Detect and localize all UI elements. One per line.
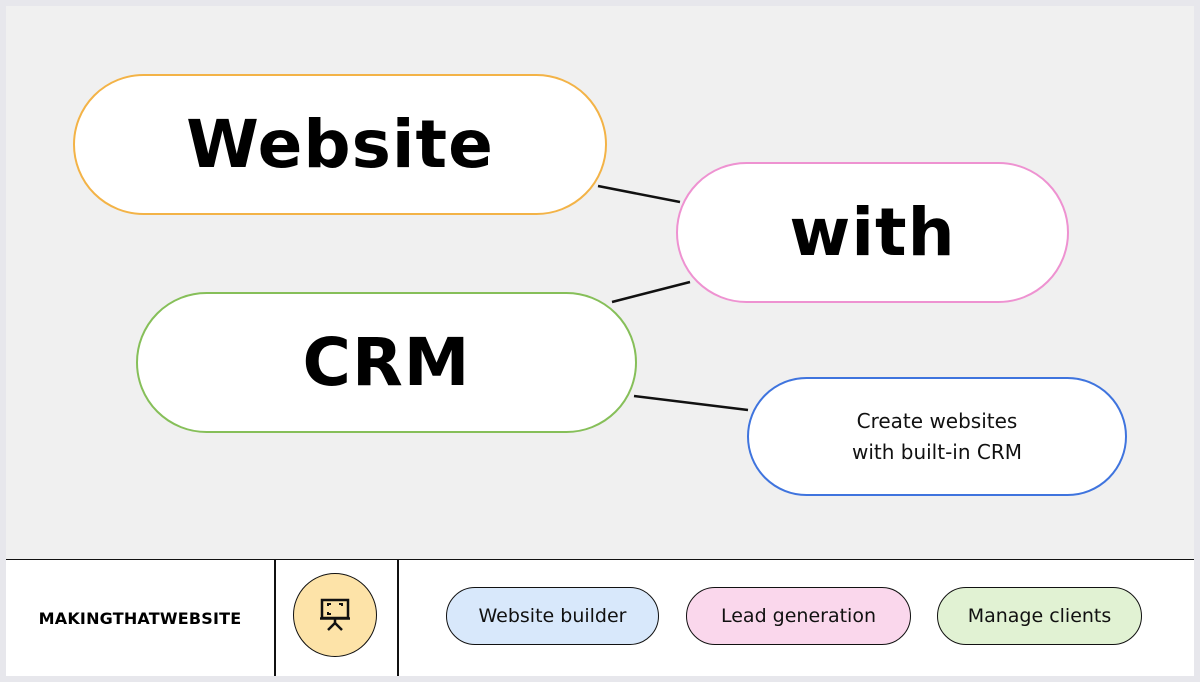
node-website-label: Website — [186, 106, 494, 183]
node-description: Create websites with built-in CRM — [747, 377, 1127, 496]
footer-divider-2 — [397, 560, 399, 676]
diagram-canvas: Website with CRM Create websites with bu… — [6, 6, 1194, 676]
edge-website-with — [597, 184, 681, 204]
logo-badge — [293, 573, 377, 657]
footer-bar: MAKINGTHATWEBSITE Website builder Lead g… — [6, 559, 1194, 676]
node-description-line-1: Create websites — [856, 408, 1018, 433]
brand-name: MAKINGTHATWEBSITE — [38, 608, 242, 628]
node-description-text: Create websites with built-in CRM — [852, 406, 1022, 468]
tag-lead-generation[interactable]: Lead generation — [686, 587, 911, 645]
node-crm-label: CRM — [302, 324, 471, 401]
node-website: Website — [73, 74, 607, 215]
node-with-label: with — [789, 194, 956, 271]
presentation-board-icon — [320, 598, 350, 631]
node-crm: CRM — [136, 292, 637, 433]
tag-website-builder[interactable]: Website builder — [446, 587, 659, 645]
connector-lines — [597, 184, 749, 412]
tag-manage-clients[interactable]: Manage clients — [937, 587, 1142, 645]
edge-crm-with — [611, 280, 691, 304]
footer-divider-1 — [274, 560, 276, 676]
edge-crm-note — [633, 394, 749, 412]
node-description-line-2: with built-in CRM — [851, 439, 1023, 464]
node-with: with — [676, 162, 1069, 303]
